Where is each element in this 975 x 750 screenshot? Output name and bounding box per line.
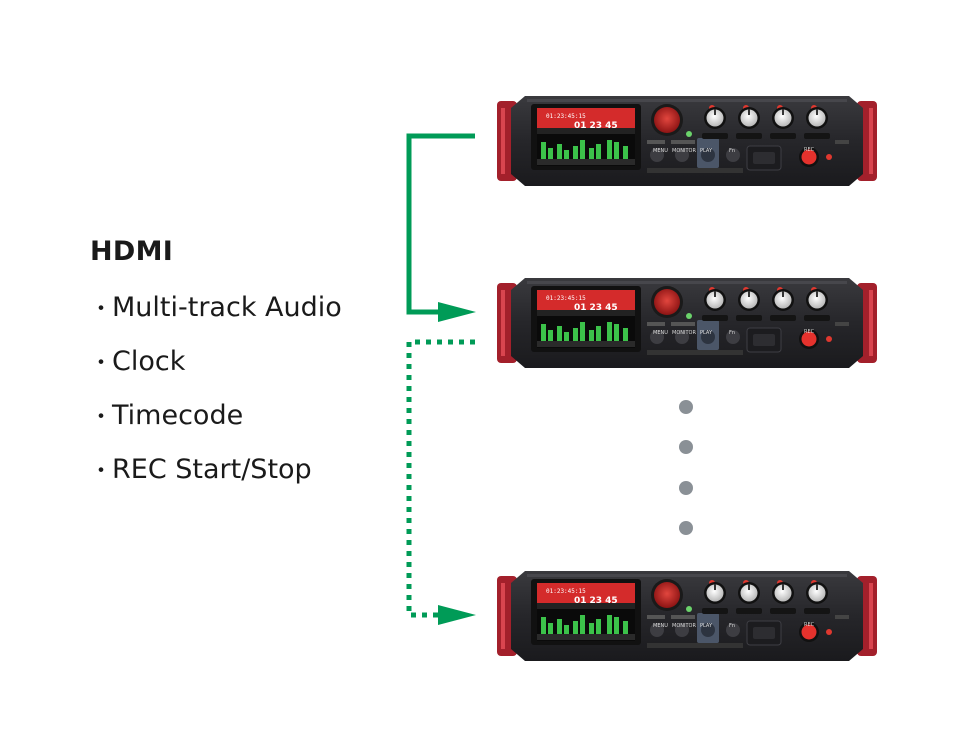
recorder-1-rec-label: REC [804, 147, 815, 153]
recorder-3-menu-label: MENU [653, 623, 668, 629]
recorder-3-timecode: 01:23:45:15 [546, 588, 586, 595]
recorder-2-menu-label: MENU [653, 330, 668, 336]
hdmi-connection-solid [406, 133, 476, 322]
feature-label: Multi-track Audio [112, 292, 342, 323]
feature-item: ・Clock [90, 336, 342, 390]
bullet-icon: ・ [90, 405, 113, 430]
bullet-icon: ・ [90, 459, 113, 484]
recorder-3-rec-label: REC [804, 622, 815, 628]
continuation-dot [679, 440, 693, 454]
recorder-2-timecode: 01:23:45:15 [546, 295, 586, 302]
recorder-2-rec-label: REC [804, 329, 815, 335]
continuation-dots [679, 400, 693, 535]
hdmi-feature-panel: HDMI ・Multi-track Audio ・Clock ・Timecode… [90, 232, 342, 498]
feature-label: REC Start/Stop [112, 454, 312, 485]
bullet-icon: ・ [90, 297, 113, 322]
recorder-2-monitor-label: MONITOR [672, 330, 696, 336]
recorder-3-monitor-label: MONITOR [672, 623, 696, 629]
continuation-dot [679, 400, 693, 414]
continuation-dot [679, 481, 693, 495]
recorder-1-menu-label: MENU [653, 148, 668, 154]
feature-item: ・Timecode [90, 390, 342, 444]
bullet-icon: ・ [90, 351, 113, 376]
feature-item: ・Multi-track Audio [90, 282, 342, 336]
recorder-1-monitor-label: MONITOR [672, 148, 696, 154]
feature-label: Clock [112, 346, 186, 377]
recorder-2-fn-label: Fn [729, 330, 735, 336]
recorder-1-play-label: PLAY [700, 148, 713, 154]
feature-list: ・Multi-track Audio ・Clock ・Timecode ・REC… [90, 282, 342, 498]
feature-item: ・REC Start/Stop [90, 444, 342, 498]
feature-label: Timecode [112, 400, 244, 431]
hdmi-connection-dotted [406, 339, 476, 625]
recorder-1-fn-label: Fn [729, 148, 735, 154]
recorder-3-fn-label: Fn [729, 623, 735, 629]
continuation-dot [679, 521, 693, 535]
hdmi-heading: HDMI [90, 236, 174, 267]
recorder-2-play-label: PLAY [700, 330, 713, 336]
recorder-1-timecode: 01:23:45:15 [546, 113, 586, 120]
recorder-3-play-label: PLAY [700, 623, 713, 629]
